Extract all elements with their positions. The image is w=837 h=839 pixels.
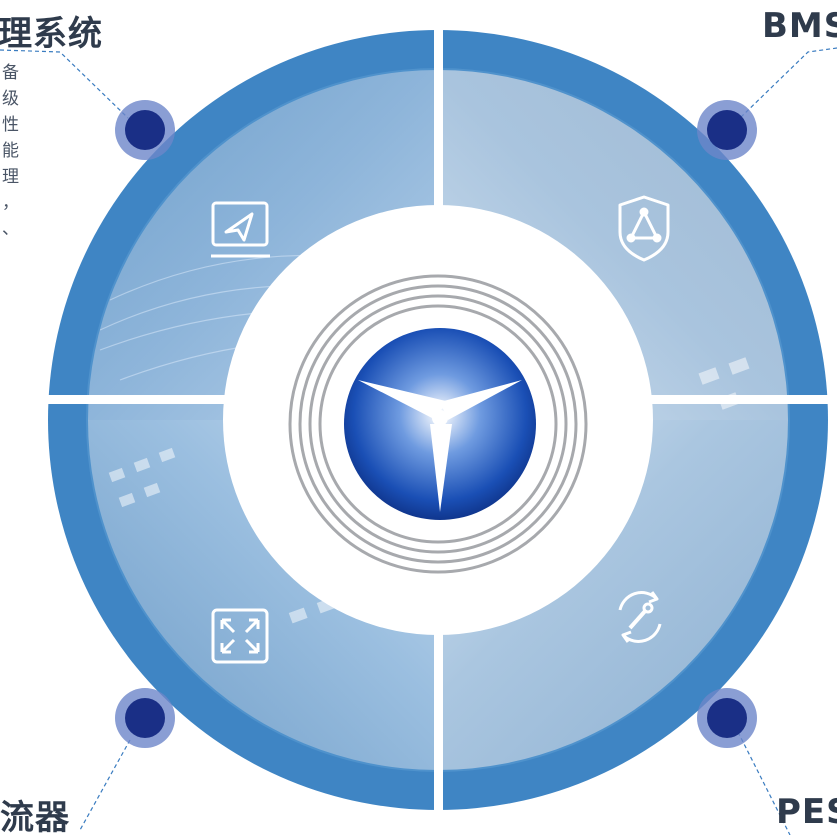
title-top-right: BMS — [762, 6, 837, 46]
side-char: ， — [2, 193, 19, 213]
title-top-left: 理系统 — [0, 14, 103, 54]
node-bottom-right[interactable] — [697, 688, 757, 748]
side-char: 备 — [2, 63, 19, 83]
side-char: 性 — [2, 115, 19, 135]
side-char: 理 — [2, 167, 19, 187]
side-char: 级 — [2, 89, 19, 109]
shield-network-icon[interactable] — [618, 195, 670, 262]
side-description-text: 备 级 性 能 理 ， 、 — [2, 60, 26, 242]
expand-fullscreen-icon[interactable] — [211, 608, 269, 664]
tri-blade-logo-icon — [344, 328, 536, 520]
node-bottom-left[interactable] — [115, 688, 175, 748]
send-screen-icon[interactable] — [211, 201, 270, 258]
title-bottom-right: PES — [776, 792, 837, 832]
side-char: 、 — [2, 219, 19, 239]
node-top-left[interactable] — [115, 100, 175, 160]
concentric-rings — [288, 274, 588, 574]
node-top-right[interactable] — [697, 100, 757, 160]
chip-blocks — [108, 357, 750, 624]
title-bottom-left: 流器 — [0, 798, 70, 838]
sync-wrench-icon[interactable] — [618, 591, 662, 643]
side-char: 能 — [2, 141, 19, 161]
connector-lines — [0, 47, 837, 835]
